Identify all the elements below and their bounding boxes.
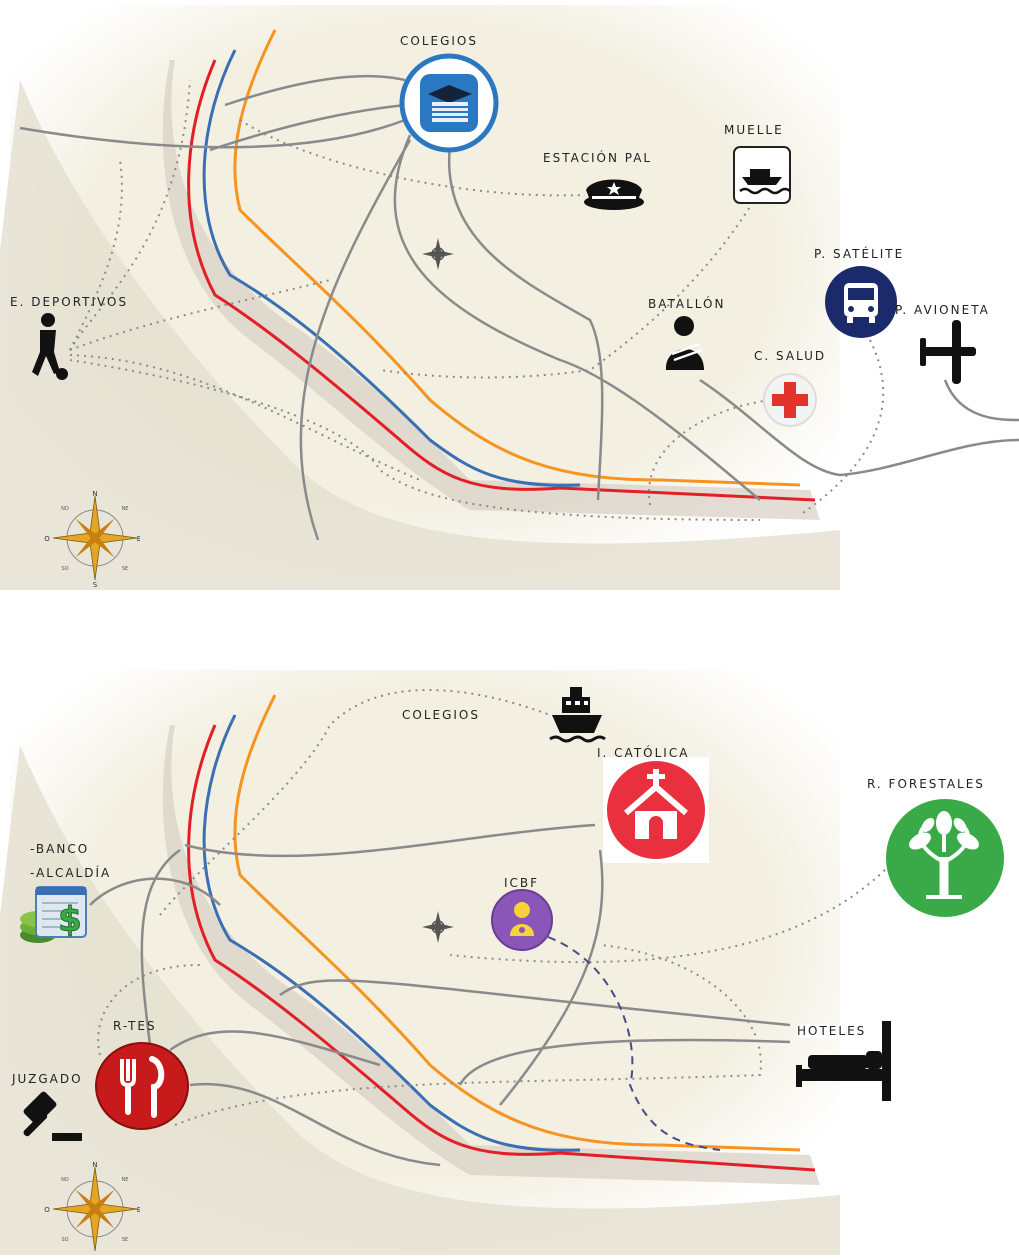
dotted-connections: [69, 79, 885, 521]
medical-cross-icon[interactable]: [762, 372, 818, 428]
compass-o: O: [44, 1206, 50, 1214]
dashed-connection-icbf: [547, 936, 721, 1151]
bus-icon[interactable]: [824, 265, 898, 339]
police-cap-icon[interactable]: [582, 172, 646, 218]
soccer-player-icon[interactable]: [20, 312, 72, 382]
ship-icon[interactable]: [548, 685, 606, 745]
label-avioneta: P. AVIONETA: [895, 303, 990, 317]
label-hoteles: HOTELES: [797, 1024, 867, 1038]
label-alcaldia: -ALCALDÍA: [30, 866, 112, 880]
compass-star-icon: [422, 238, 454, 270]
label-rtes: R-TES: [113, 1019, 157, 1033]
label-juzgado: JUZGADO: [12, 1072, 83, 1086]
road-red: [187, 59, 816, 502]
compass-n: N: [92, 1161, 97, 1169]
compass-rose-icon: N S E O NE NO SE SO: [44, 490, 140, 588]
svg-text:$: $: [58, 900, 82, 940]
label-salud: C. SALUD: [754, 349, 827, 363]
compass-n: N: [92, 490, 97, 498]
compass-e: E: [137, 535, 140, 543]
tree-icon[interactable]: [884, 797, 1006, 919]
compass-star-icon: [422, 911, 454, 943]
road-orange: [233, 29, 801, 487]
compass-o: O: [44, 535, 50, 543]
restaurant-icon[interactable]: [94, 1041, 192, 1131]
label-icbf: ICBF: [504, 876, 540, 890]
church-icon[interactable]: [603, 757, 709, 863]
label-colegios: COLEGIOS: [400, 34, 478, 48]
compass-se: SE: [122, 1237, 128, 1243]
money-ledger-icon[interactable]: $: [18, 883, 90, 947]
compass-ne: NE: [122, 1177, 129, 1183]
gavel-icon[interactable]: [18, 1089, 84, 1145]
label-catolica: I. CATÓLICA: [597, 746, 690, 760]
baby-icon[interactable]: [490, 888, 554, 952]
boat-icon[interactable]: [732, 145, 792, 205]
compass-so: SO: [61, 1237, 68, 1243]
label-muelle: MUELLE: [724, 123, 784, 137]
label-colegios: COLEGIOS: [402, 708, 480, 722]
map-panel-bottom: $ N E O NE NO SE SO COLEGIOS I. CATÓLIC: [0, 665, 1019, 1255]
airplane-icon[interactable]: [918, 318, 978, 386]
solid-connections: [19, 74, 1019, 541]
river-area: [0, 745, 840, 1255]
compass-s: S: [93, 581, 98, 588]
label-estacion: ESTACIÓN PAL: [543, 151, 653, 165]
compass-so: SO: [61, 566, 68, 572]
road-orange: [233, 694, 801, 1152]
soldier-icon[interactable]: [656, 314, 712, 372]
label-forestales: R. FORESTALES: [867, 777, 985, 791]
label-satelite: P. SATÉLITE: [814, 247, 905, 261]
compass-rose-icon: N E O NE NO SE SO: [44, 1161, 140, 1252]
map-panel-top: N S E O NE NO SE SO COLEGIOS ESTACIÓN PA…: [0, 0, 1019, 590]
compass-no: NO: [61, 506, 69, 512]
compass-ne: NE: [122, 506, 129, 512]
dotted-connections: [97, 689, 891, 1126]
bed-icon[interactable]: [796, 1021, 896, 1103]
label-banco: -BANCO: [30, 842, 90, 856]
map-canvas-bottom: [0, 670, 891, 1255]
road-red: [187, 724, 816, 1172]
road-blue: [202, 49, 581, 487]
label-batallon: BATALLÓN: [648, 297, 726, 311]
river-area: [0, 80, 840, 590]
solid-connections: [89, 823, 791, 1167]
compass-no: NO: [61, 1177, 69, 1183]
label-deportivos: E. DEPORTIVOS: [10, 295, 129, 309]
graduation-cap-icon[interactable]: [398, 52, 500, 154]
compass-se: SE: [122, 566, 128, 572]
road-blue: [202, 714, 581, 1152]
compass-e: E: [137, 1206, 140, 1214]
